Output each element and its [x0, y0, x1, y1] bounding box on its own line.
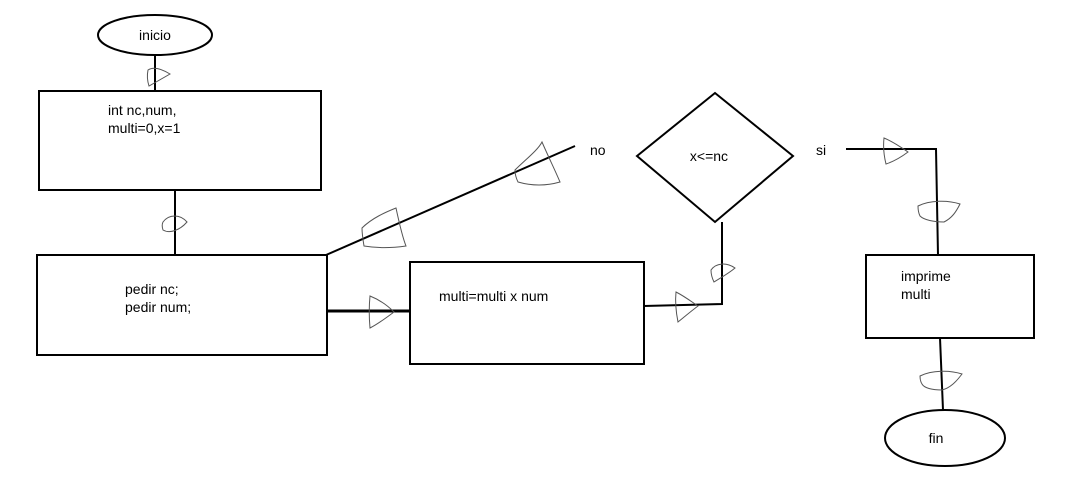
connector-process-to-decision	[643, 222, 723, 307]
process-rect	[409, 261, 645, 365]
connector-decision-no-branch	[325, 145, 576, 256]
arrow-mark-icon	[161, 215, 188, 233]
decision-diamond: x<=nc	[635, 91, 795, 224]
process-box: multi=multi x num	[409, 261, 645, 365]
start-ellipse	[97, 14, 213, 56]
branch-label-si: si	[816, 142, 826, 158]
connector-output-to-fin	[939, 337, 944, 411]
arrow-mark-icon	[514, 140, 561, 186]
arrow-marks	[146, 67, 963, 391]
output-line-1: imprime	[901, 268, 951, 284]
arrow-mark-icon	[368, 295, 395, 329]
declaration-box: int nc,num, multi=0,x=1	[38, 90, 322, 191]
declaration-line-1: int nc,num,	[108, 102, 176, 118]
output-box: imprime multi	[865, 254, 1035, 339]
connector-decision-si-branch	[846, 148, 939, 256]
arrow-mark-icon	[883, 137, 909, 165]
arrow-mark-icon	[675, 291, 699, 323]
end-terminator: fin	[884, 409, 1006, 467]
input-line-2: pedir num;	[125, 299, 191, 315]
arrow-mark-icon	[919, 370, 963, 391]
start-terminator: inicio	[97, 14, 213, 56]
start-label: inicio	[139, 27, 171, 43]
input-line-1: pedir nc;	[125, 281, 179, 297]
branch-label-no: no	[590, 142, 606, 158]
output-rect	[865, 254, 1035, 339]
process-label: multi=multi x num	[439, 288, 548, 304]
declaration-line-2: multi=0,x=1	[108, 120, 181, 136]
arrow-mark-icon	[146, 67, 171, 87]
declaration-rect	[38, 90, 322, 191]
arrow-mark-icon	[710, 263, 736, 283]
decision-shape	[635, 91, 795, 224]
arrow-mark-icon	[361, 207, 407, 248]
end-ellipse	[884, 409, 1006, 467]
arrow-mark-icon	[917, 200, 961, 223]
decision-label: x<=nc	[690, 148, 728, 164]
end-label: fin	[929, 430, 944, 446]
input-rect	[36, 254, 328, 356]
input-box: pedir nc; pedir num;	[36, 254, 328, 356]
output-line-2: multi	[901, 286, 931, 302]
